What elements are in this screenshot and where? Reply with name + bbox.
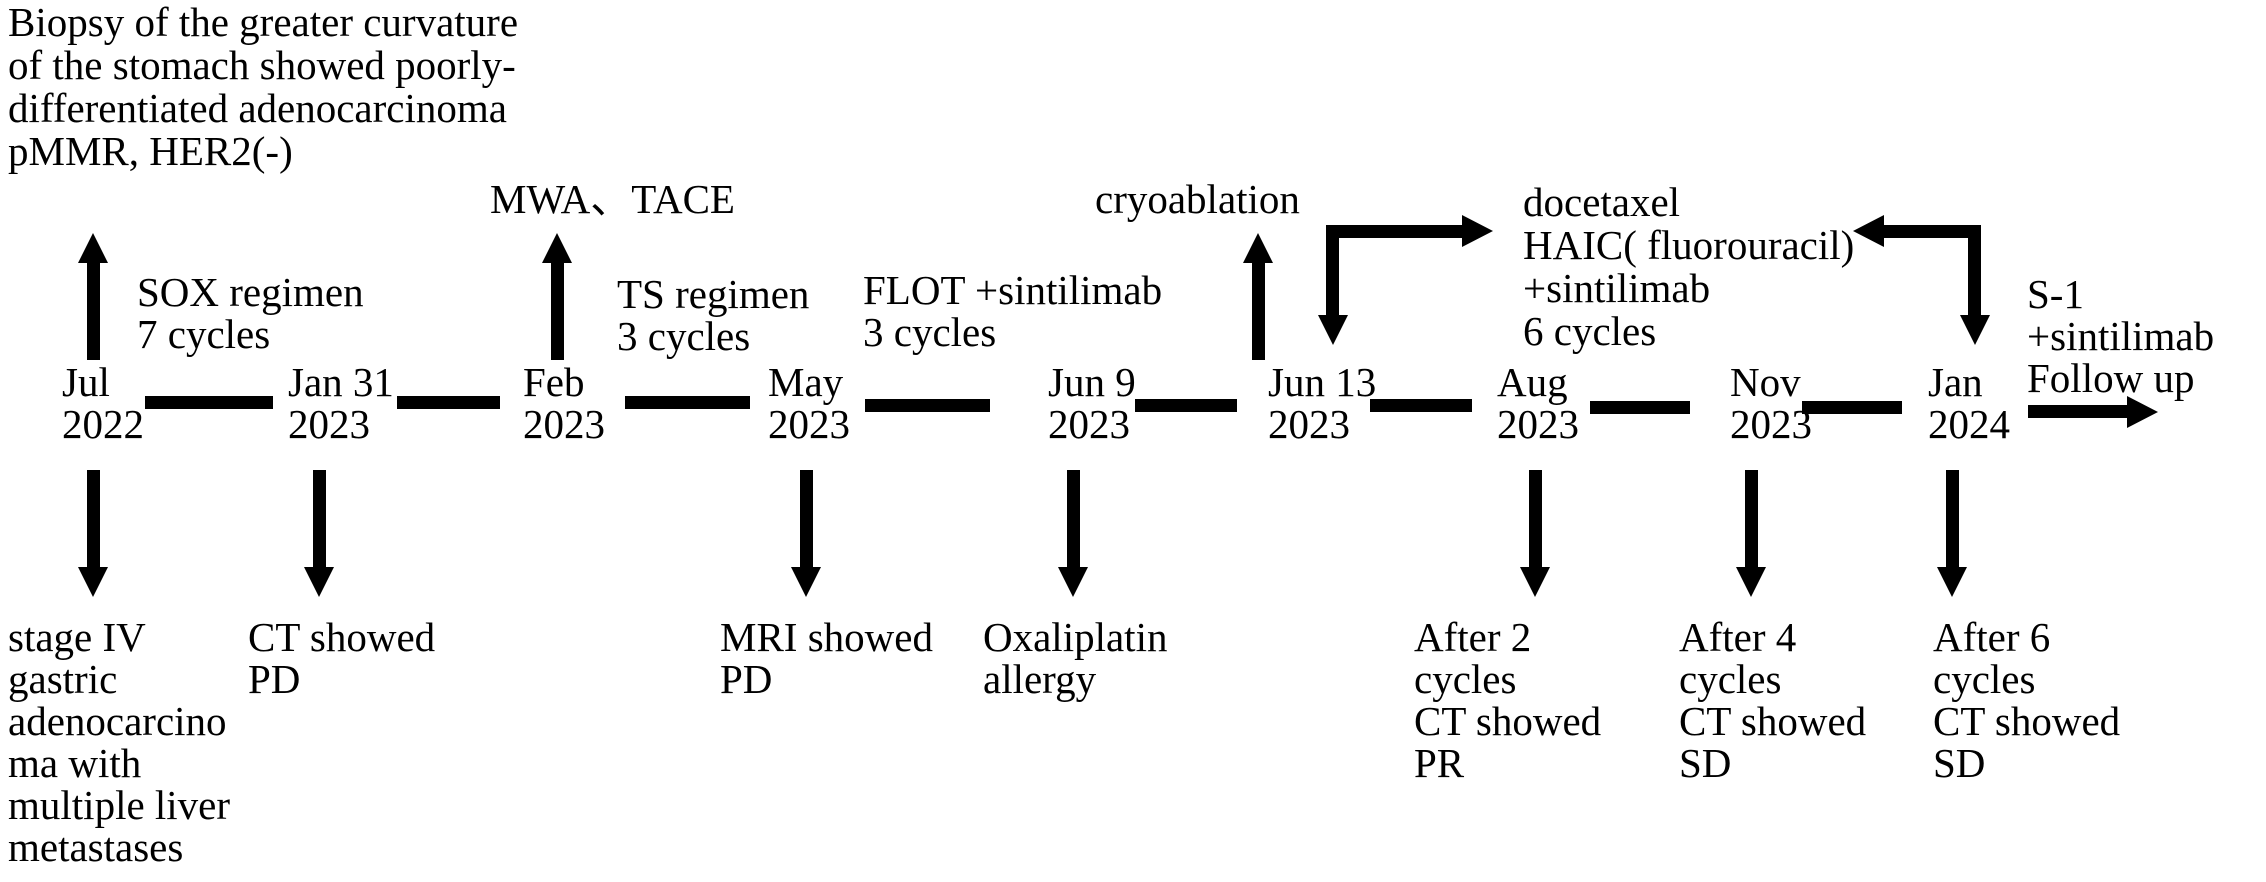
treatment-sox-regimen: SOX regimen 7 cycles (137, 269, 364, 357)
finding-after-4-cycles: After 4 cycles CT showed SD (1679, 614, 1867, 786)
arrowhead-down-icon (791, 567, 821, 597)
treatment-flot-sintilimab: FLOT +sintilimab 3 cycles (863, 267, 1163, 355)
finding-mri-showed-pd: MRI showed PD (720, 614, 933, 702)
date-jan-2024: Jan 2024 (1928, 359, 2010, 447)
treatment-docetaxel-haic: docetaxel HAIC( fluorouracil) +sintilima… (1523, 179, 1855, 354)
timeline-segment-8 (1802, 401, 1902, 414)
down-arrow-jan-31-2023 (304, 470, 334, 597)
arrowhead-right-icon (1462, 215, 1493, 247)
down-arrow-jan-2024 (1937, 470, 1967, 597)
arrowhead-down-icon (1318, 315, 1348, 345)
date-jan-31-2023: Jan 31 2023 (288, 359, 394, 447)
timeline-segment-2 (397, 396, 500, 409)
elbow-arrow-jan2024-to-docetaxel (1853, 215, 1990, 345)
timeline-segment-7 (1590, 401, 1690, 414)
date-jun-9-2023: Jun 9 2023 (1048, 359, 1136, 447)
treatment-ts-regimen: TS regimen 3 cycles (617, 271, 810, 359)
arrowhead-right-icon (2127, 396, 2158, 428)
down-arrow-jul-2022 (78, 470, 108, 597)
up-arrow-feb-2023 (542, 233, 572, 360)
down-arrow-may-2023 (791, 470, 821, 597)
timeline-segment-3 (625, 396, 750, 409)
elbow-arrow-jun13-to-docetaxel (1318, 215, 1493, 345)
followup-right-arrow (2028, 396, 2158, 428)
up-arrow-jul-2022 (78, 233, 108, 360)
arrowhead-down-icon (78, 567, 108, 597)
up-arrow-cryoablation (1243, 233, 1273, 360)
finding-oxaliplatin-allergy: Oxaliplatin allergy (983, 614, 1168, 702)
finding-after-6-cycles: After 6 cycles CT showed SD (1933, 614, 2121, 786)
down-arrow-jun-9-2023 (1058, 470, 1088, 597)
timeline-segment-1 (145, 396, 273, 409)
arrowhead-down-icon (1736, 567, 1766, 597)
arrowhead-down-icon (1520, 567, 1550, 597)
arrowhead-left-icon (1853, 215, 1884, 247)
timeline-segment-6 (1370, 399, 1472, 412)
date-jun-13-2023: Jun 13 2023 (1268, 359, 1377, 447)
finding-ct-showed-pd: CT showed PD (248, 614, 436, 702)
treatment-mwa-tace: MWA、TACE (490, 176, 735, 222)
arrowhead-down-icon (304, 567, 334, 597)
arrowhead-down-icon (1960, 315, 1990, 345)
biopsy-note: Biopsy of the greater curvature of the s… (8, 0, 519, 174)
date-may-2023: May 2023 (768, 359, 850, 447)
timeline-segment-5 (1135, 399, 1237, 412)
treatment-s1-followup: S-1 +sintilimab Follow up (2027, 271, 2215, 401)
finding-after-2-cycles: After 2 cycles CT showed PR (1414, 614, 1602, 786)
timeline-segment-4 (865, 399, 990, 412)
down-arrow-nov-2023 (1736, 470, 1766, 597)
date-jul-2022: Jul 2022 (62, 359, 144, 447)
arrowhead-down-icon (1058, 567, 1088, 597)
date-aug-2023: Aug 2023 (1497, 359, 1579, 447)
down-arrow-aug-2023 (1520, 470, 1550, 597)
arrowhead-up-icon (1243, 233, 1273, 263)
date-feb-2023: Feb 2023 (523, 359, 605, 447)
date-nov-2023: Nov 2023 (1730, 359, 1812, 447)
arrowhead-down-icon (1937, 567, 1967, 597)
finding-stage-iv: stage IV gastric adenocarcino ma with mu… (8, 614, 231, 870)
treatment-cryoablation: cryoablation (1095, 176, 1300, 222)
arrowhead-up-icon (542, 233, 572, 263)
arrowhead-up-icon (78, 233, 108, 263)
